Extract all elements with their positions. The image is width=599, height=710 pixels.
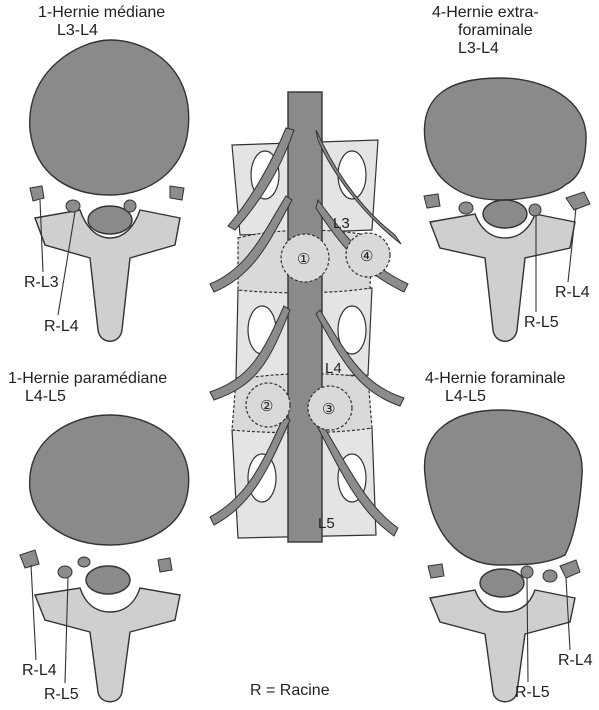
title-top-left: 1-Hernie médiane xyxy=(38,4,165,22)
tl-root-label-l3: R-L3 xyxy=(24,274,59,292)
legend-racine: R = Racine xyxy=(250,682,330,700)
level-top-left: L3-L4 xyxy=(57,22,98,40)
spine-posterior-view xyxy=(210,92,408,542)
vertebra-bottom-left xyxy=(20,415,189,702)
title-bottom-left: 1-Hernie paramédiane xyxy=(8,370,167,388)
br-root-label-l5: R-L5 xyxy=(515,684,550,702)
spine-label-l4: L4 xyxy=(325,360,342,377)
level-bottom-left: L4-L5 xyxy=(25,388,66,406)
level-top-right: L3-L4 xyxy=(458,40,499,58)
spine-label-l5: L5 xyxy=(318,515,335,532)
marker-4: ④ xyxy=(360,248,373,265)
tl-root-label-l4: R-L4 xyxy=(44,318,79,336)
marker-3: ③ xyxy=(322,401,335,418)
bl-root-label-l4: R-L4 xyxy=(22,662,57,680)
title-top-right-1: 4-Hernie extra- xyxy=(432,4,539,22)
title-bottom-right: 4-Hernie foraminale xyxy=(425,370,566,388)
bl-root-label-l5: R-L5 xyxy=(44,686,79,704)
marker-2: ② xyxy=(260,398,273,415)
marker-1: ① xyxy=(297,251,310,268)
title-top-right-2: foraminale xyxy=(458,22,533,40)
br-root-label-l4: R-L4 xyxy=(558,652,593,670)
level-bottom-right: L4-L5 xyxy=(445,388,486,406)
vertebra-top-left xyxy=(30,40,189,341)
tr-root-label-l5: R-L5 xyxy=(524,314,559,332)
spine-label-l3: L3 xyxy=(333,215,350,232)
tr-root-label-l4: R-L4 xyxy=(555,284,590,302)
